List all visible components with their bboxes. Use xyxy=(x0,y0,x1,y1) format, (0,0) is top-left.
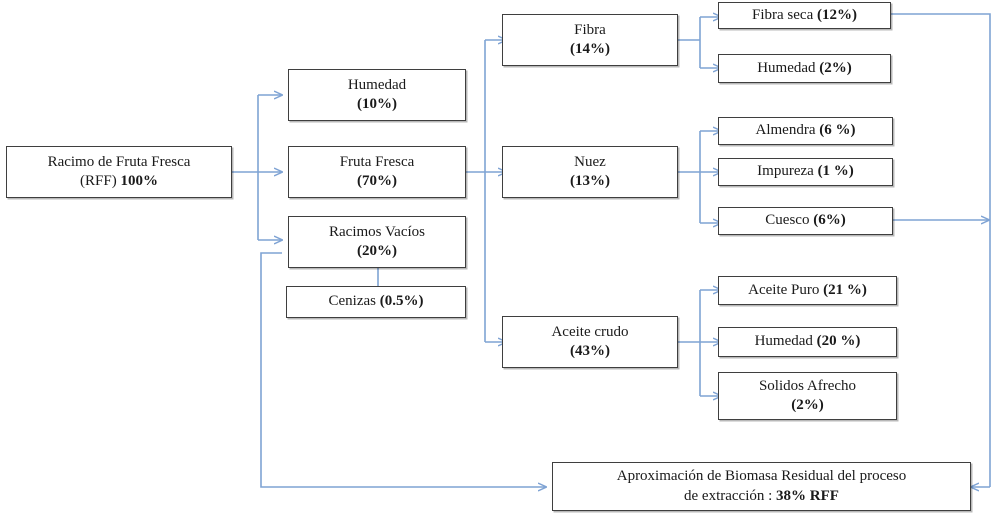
node-impureza[interactable]: Impureza (1 %) xyxy=(718,158,893,186)
node-humedad-20[interactable]: Humedad (20 %) xyxy=(718,327,897,357)
node-humedad-2[interactable]: Humedad (2%) xyxy=(718,54,891,83)
node-fibra-line1: Fibra xyxy=(574,21,606,38)
link-fibra-seca-to-rail xyxy=(891,13,991,487)
node-aceite-puro-bold: (21 %) xyxy=(823,281,867,298)
node-aceite-crudo-line1: Aceite crudo xyxy=(551,323,629,340)
node-humedad10-line2: (10%) xyxy=(356,96,397,112)
node-solidos-line1: Solidos Afrecho xyxy=(758,377,857,394)
node-cenizas[interactable]: Cenizas (0.5%) xyxy=(286,286,466,318)
node-nuez-line2: (13%) xyxy=(570,173,610,189)
node-biomasa-residual[interactable]: Aproximación de Biomasa Residual del pro… xyxy=(552,462,971,511)
node-fibra[interactable]: Fibra (14%) xyxy=(502,14,678,66)
node-almendra-bold: (6 %) xyxy=(819,122,856,139)
node-rff-line2-bold: 100% xyxy=(120,173,158,189)
node-racimos-line1: Racimos Vacíos xyxy=(329,223,425,240)
node-rff-line1: Racimo de Fruta Fresca xyxy=(47,153,191,170)
node-humedad2-bold: (2%) xyxy=(819,59,852,76)
node-fibra-seca-bold: (12%) xyxy=(816,6,857,23)
node-almendra-plain: Almendra xyxy=(755,122,820,139)
node-humedad10-line1: Humedad xyxy=(347,76,407,93)
node-nuez[interactable]: Nuez (13%) xyxy=(502,146,678,198)
node-biomasa-line1: Aproximación de Biomasa Residual del pro… xyxy=(616,468,907,485)
node-cuesco[interactable]: Cuesco (6%) xyxy=(718,207,893,235)
node-solidos-line2: (2%) xyxy=(791,397,824,413)
node-nuez-line1: Nuez xyxy=(574,153,606,170)
link-racimos-to-biomasa xyxy=(260,252,546,487)
node-impureza-bold: (1 %) xyxy=(817,163,854,180)
node-almendra[interactable]: Almendra (6 %) xyxy=(718,117,893,145)
node-aceite-crudo-line2: (43%) xyxy=(569,343,610,359)
node-solidos-afrecho[interactable]: Solidos Afrecho (2%) xyxy=(718,372,897,420)
node-biomasa-line2-plain: de extracción : xyxy=(684,487,777,504)
node-biomasa-line2-bold: 38% RFF xyxy=(776,487,839,504)
node-fibra-seca-plain: Fibra seca xyxy=(752,6,817,23)
node-fruta-fresca-line1: Fruta Fresca xyxy=(339,153,415,170)
node-cenizas-bold: (0.5%) xyxy=(379,293,424,310)
node-aceite-crudo[interactable]: Aceite crudo (43%) xyxy=(502,316,678,368)
node-rff-line2-plain: (RFF) xyxy=(80,173,121,189)
node-fruta-fresca[interactable]: Fruta Fresca (70%) xyxy=(288,146,466,198)
node-racimos-line2: (20%) xyxy=(357,243,397,259)
node-fibra-seca[interactable]: Fibra seca (12%) xyxy=(718,2,891,29)
node-cenizas-plain: Cenizas xyxy=(328,293,380,310)
node-humedad20-bold: (20 %) xyxy=(816,333,861,350)
node-fruta-fresca-line2: (70%) xyxy=(357,173,397,189)
node-cuesco-bold: (6%) xyxy=(813,212,846,229)
node-cuesco-plain: Cuesco xyxy=(765,212,814,229)
node-humedad-10[interactable]: Humedad (10%) xyxy=(288,69,466,121)
node-humedad2-plain: Humedad xyxy=(757,59,820,76)
node-racimo-fruta-fresca[interactable]: Racimo de Fruta Fresca (RFF) 100% xyxy=(6,146,232,198)
node-racimos-vacios[interactable]: Racimos Vacíos (20%) xyxy=(288,216,466,268)
node-humedad20-plain: Humedad xyxy=(754,333,817,350)
node-aceite-puro-plain: Aceite Puro xyxy=(748,281,824,298)
node-aceite-puro[interactable]: Aceite Puro (21 %) xyxy=(718,276,897,305)
node-impureza-plain: Impureza xyxy=(757,163,818,180)
node-fibra-line2: (14%) xyxy=(570,41,610,57)
